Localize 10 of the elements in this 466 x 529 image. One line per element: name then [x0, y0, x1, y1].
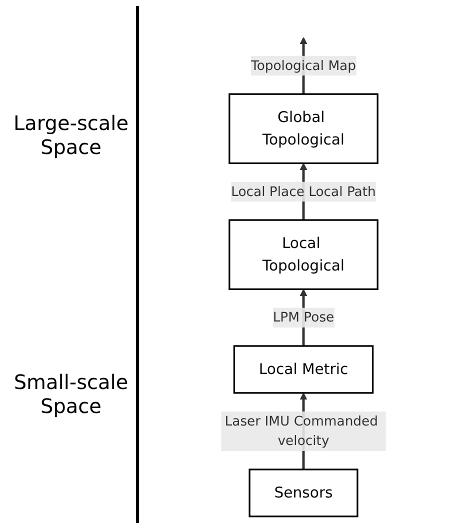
node-box: Global Topological [228, 93, 378, 164]
node-box: Local Topological [228, 219, 378, 290]
edge-label: LPM Pose [272, 309, 334, 326]
edge-label: Local Place Local Path [231, 183, 376, 200]
scale-label: Small-scale Space [12, 370, 130, 418]
node-box: Sensors [248, 468, 358, 518]
node-box: Local Metric [233, 345, 374, 394]
edge-label: Topological Map [251, 57, 356, 74]
edge-label: Laser IMU Commanded velocity [224, 413, 378, 448]
scale-label: Large-scale Space [12, 111, 130, 160]
